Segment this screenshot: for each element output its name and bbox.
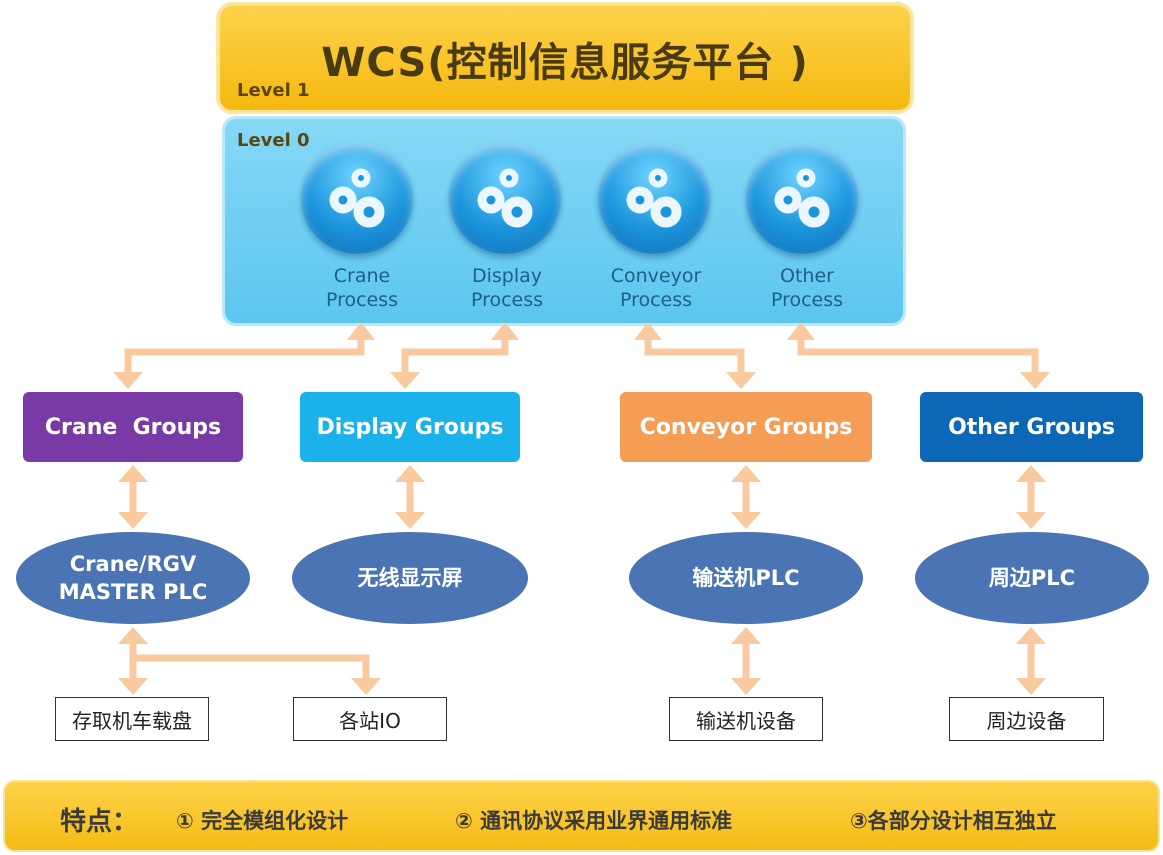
feature-item: ① 完全模组化设计 <box>176 809 349 833</box>
peripheral-plc: 周边PLC <box>915 532 1149 624</box>
arrow-conveyor-process-to-group <box>644 336 745 376</box>
crane-plc-line1: Crane/RGV <box>69 552 197 576</box>
device-conveyor-equipment: 输送机设备 <box>669 697 823 741</box>
other-process-line1: Other <box>780 265 834 287</box>
crane-process-gears-icon <box>301 142 413 254</box>
other-process-label: Other Process <box>737 264 877 312</box>
display-process-line2: Process <box>470 289 544 311</box>
display-process-line1: Display <box>471 265 543 287</box>
device-peripheral-equipment: 周边设备 <box>949 697 1104 741</box>
device-station-io: 各站IO <box>293 697 447 741</box>
conveyor-process-label: Conveyor Process <box>586 264 726 312</box>
crane-process-label: Crane Process <box>292 264 432 312</box>
crane-plc-line2: MASTER PLC <box>58 580 208 604</box>
level1-banner <box>218 4 912 112</box>
crane-process-line1: Crane <box>333 265 391 287</box>
crane-process-line2: Process <box>325 289 399 311</box>
device-carrier-tray: 存取机车载盘 <box>55 697 209 741</box>
conveyor-process-line1: Conveyor <box>610 265 702 287</box>
arrow-display-process-to-group <box>401 336 509 376</box>
level1-label: Level 1 <box>237 80 310 101</box>
feature-item: ② 通讯协议采用业界通用标准 <box>455 809 733 833</box>
wireless-display-screen: 无线显示屏 <box>292 532 528 624</box>
conveyor-process-line2: Process <box>619 289 693 311</box>
other-process-gears-icon <box>746 142 858 254</box>
arrow-crane-process-to-group <box>124 336 365 376</box>
features-bar <box>3 780 1160 852</box>
arrow-other-process-to-group <box>797 336 1039 376</box>
other-process-line2: Process <box>770 289 844 311</box>
wcs-title: WCS(控制信息服务平台 ) <box>321 40 809 86</box>
conveyor-process-gears-icon <box>598 142 710 254</box>
display-process-gears-icon <box>449 142 561 254</box>
display-process-label: Display Process <box>437 264 577 312</box>
other-groups-box: Other Groups <box>920 392 1143 462</box>
display-groups-box: Display Groups <box>300 392 520 462</box>
conveyor-plc: 输送机PLC <box>629 532 863 624</box>
feature-item: ③各部分设计相互独立 <box>850 809 1057 833</box>
features-label: 特点： <box>60 807 139 837</box>
conveyor-groups-box: Conveyor Groups <box>620 392 872 462</box>
level0-label: Level 0 <box>237 130 310 151</box>
crane-groups-box: Crane Groups <box>23 392 243 462</box>
arrow-crane-plc-to-devices <box>129 640 370 682</box>
crane-rgv-master-plc: Crane/RGV MASTER PLC <box>16 532 250 624</box>
